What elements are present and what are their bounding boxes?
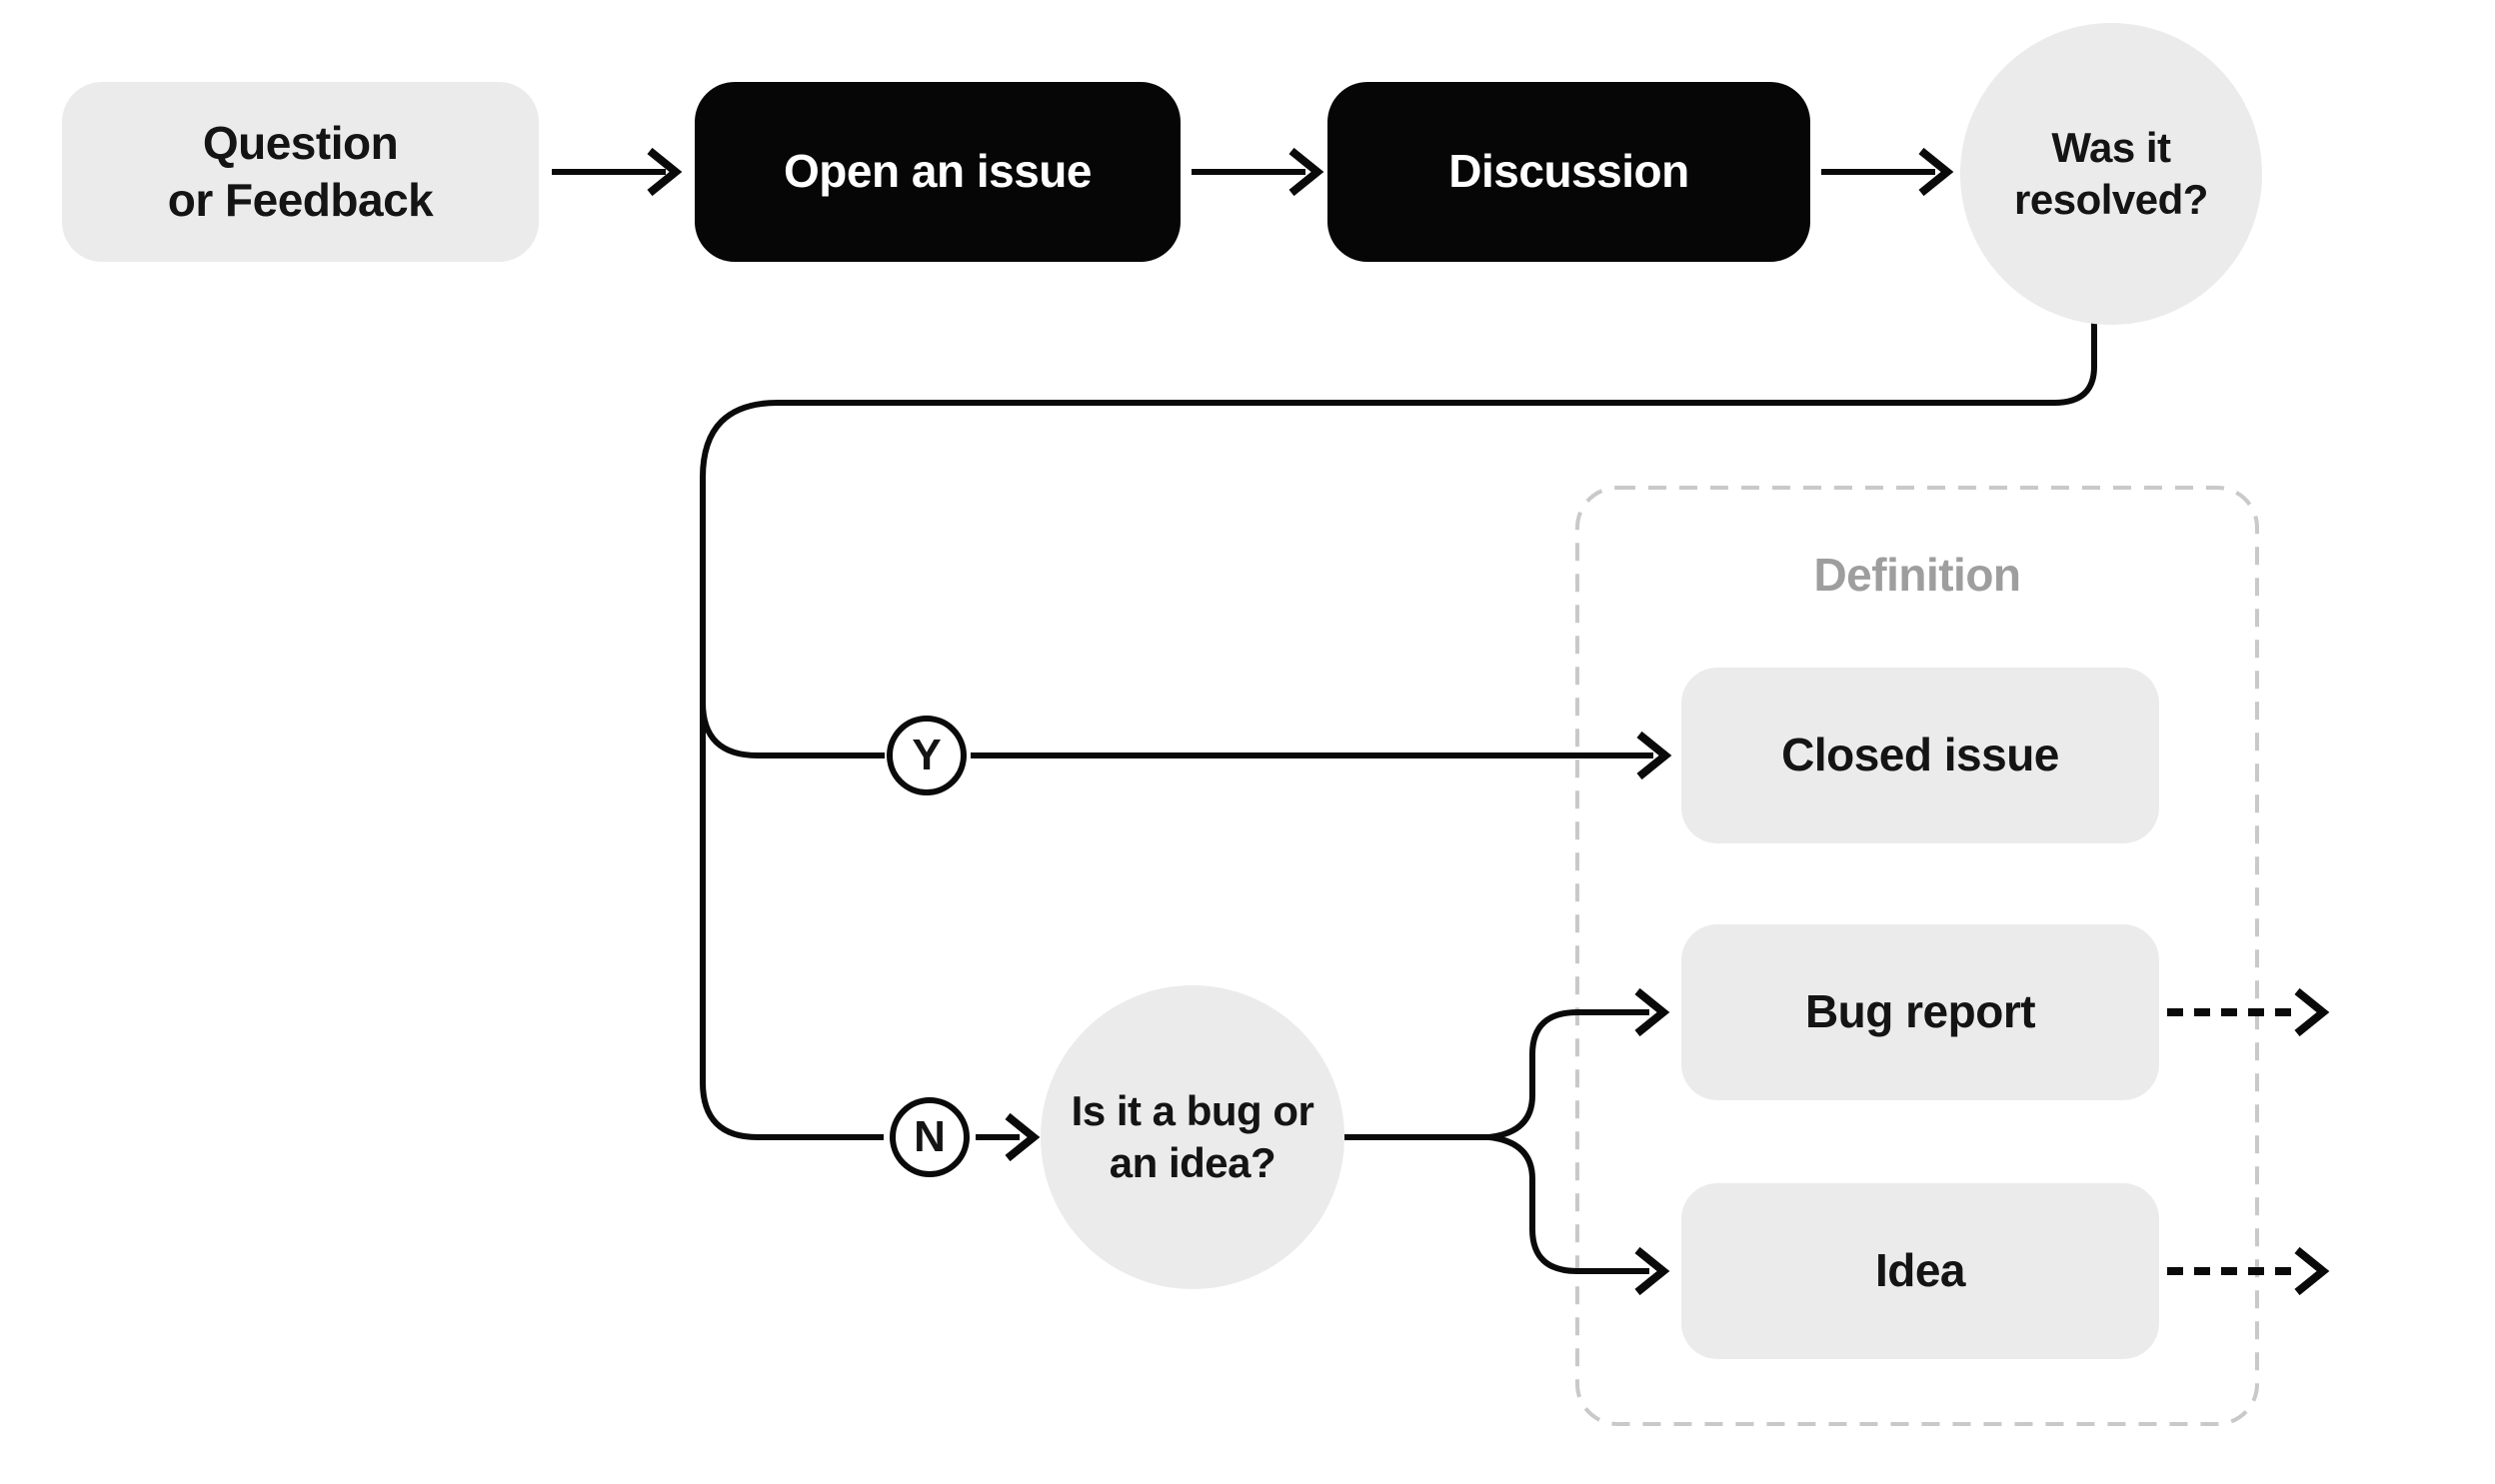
node-open-an-issue: Open an issue	[695, 82, 1181, 262]
arrow-head-icon	[1918, 147, 1954, 197]
yes-branch-elbow	[700, 702, 885, 758]
branch-yes-badge: Y	[887, 716, 967, 795]
split-lower-line	[1488, 1134, 1649, 1274]
edge-discussion-to-was-resolved	[1821, 147, 1954, 197]
arrow-head-icon	[1634, 1246, 1670, 1296]
edge-question-to-open-issue	[552, 147, 683, 197]
node-is-it-a-bug-or-an-idea: Is it a bug or an idea?	[1041, 985, 1344, 1289]
node-bug-report: Bug report	[1681, 924, 2159, 1100]
edge-idea-out	[2167, 1246, 2330, 1296]
arrow-head-icon	[1636, 731, 1672, 780]
arrow-head-icon	[2294, 1246, 2330, 1296]
node-closed-issue: Closed issue	[1681, 668, 2159, 843]
arrow-head-icon	[1634, 987, 1670, 1037]
arrow-head-icon	[647, 147, 683, 197]
arrow-head-icon	[1005, 1112, 1041, 1162]
definition-group-border	[1575, 486, 2259, 1426]
arrow-head-icon	[2294, 987, 2330, 1037]
definition-group-label: Definition	[1813, 549, 2021, 601]
node-question-or-feedback: Question or Feedback	[62, 82, 539, 262]
edge-bug-or-idea-split	[1344, 987, 1670, 1296]
edge-was-resolved-trunk	[700, 322, 2097, 1140]
branch-no-badge: N	[890, 1097, 970, 1177]
trunk-line	[700, 322, 2097, 1140]
split-upper-line	[1488, 1009, 1649, 1140]
edge-no-to-bug-or-idea	[976, 1112, 1041, 1162]
node-idea: Idea	[1681, 1183, 2159, 1359]
edge-open-issue-to-discussion	[1192, 147, 1324, 197]
arrow-head-icon	[1288, 147, 1324, 197]
edge-bug-report-out	[2167, 987, 2330, 1037]
node-was-it-resolved: Was it resolved?	[1960, 23, 2262, 325]
node-discussion: Discussion	[1327, 82, 1810, 262]
edge-yes-to-closed-issue	[971, 731, 1672, 780]
